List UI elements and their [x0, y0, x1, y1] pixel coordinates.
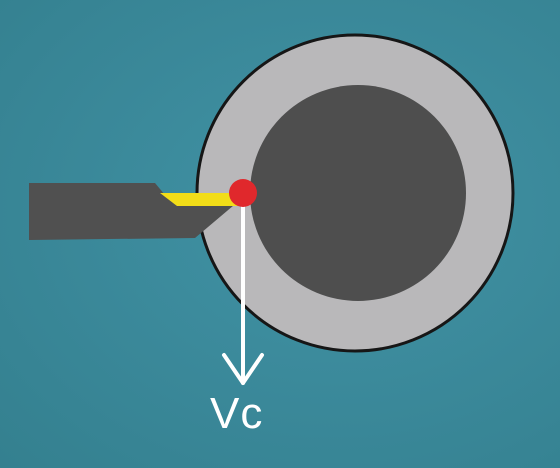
- velocity-label: Vc: [210, 389, 264, 438]
- contact-point: [229, 179, 257, 207]
- workpiece-core: [250, 85, 466, 301]
- cutting-insert: [160, 193, 240, 206]
- velocity-arrow-head: [222, 353, 264, 385]
